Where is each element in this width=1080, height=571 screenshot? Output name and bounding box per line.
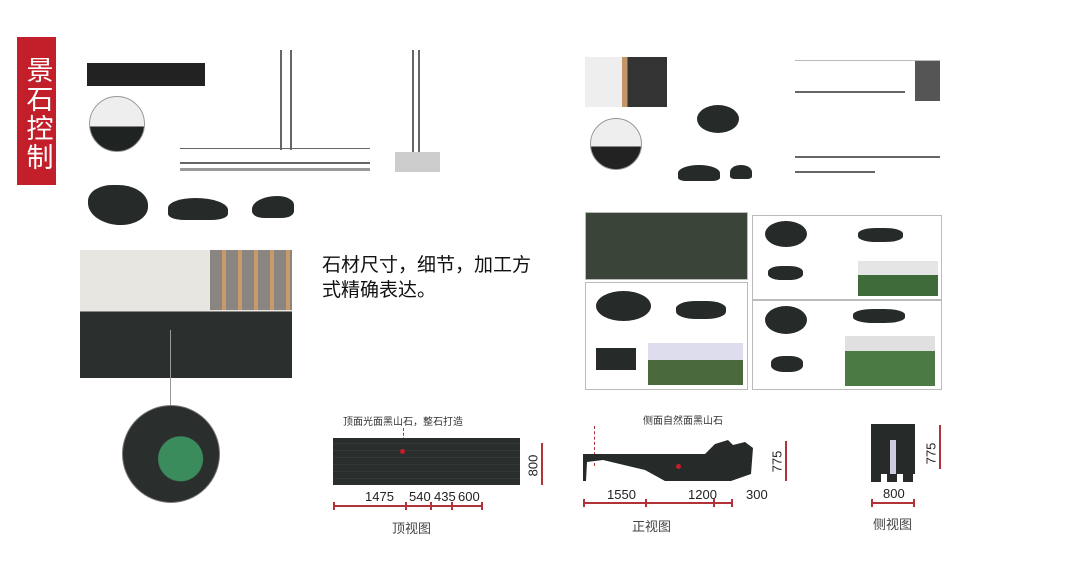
front-width-1: 1550 [607,487,636,502]
side-view-stone [871,424,915,482]
stone-elev-right-2 [730,165,752,179]
front-view-note: 侧面自然面黑山石 [643,416,723,427]
top-view-height: 800 [525,454,541,477]
top-view-stone [333,438,520,485]
section-title: 景石控制 [17,37,56,185]
detail-photo-strip [87,48,205,86]
front-view-height-dim [785,441,787,481]
front-view-height: 775 [769,450,785,473]
stone-section-2 [168,198,228,220]
stone-section-1 [88,185,148,225]
detail-circle-large [122,405,220,503]
front-view-caption: 正视图 [632,520,672,535]
render-photo [80,250,292,378]
plan-panel [585,212,748,280]
side-view-width: 800 [883,486,905,501]
front-view-marker [676,464,681,469]
stone-elev-right-1 [678,165,720,181]
front-width-3: 300 [746,487,768,502]
elevation-drawing [180,40,440,200]
top-width-4: 600 [458,489,480,504]
callout-line [170,330,171,405]
stone-detail-panel-3 [752,300,942,390]
material-sample-photo [585,57,667,107]
top-view-width-dim [333,502,483,510]
front-view-stone [583,440,753,481]
detail-circle-callout [89,96,145,152]
front-view-width-dim [583,499,733,507]
detail-circle-right [590,118,642,170]
description-text: 石材尺寸，细节，加工方式精确表达。 [322,254,532,301]
side-view-height: 775 [923,442,939,465]
top-view-height-dim [541,443,543,485]
top-view-caption: 顶视图 [392,522,432,537]
top-width-2: 540 [409,489,431,504]
side-view-height-dim [939,425,941,469]
top-view-note: 顶面光面黑山石，整石打造 [343,417,463,428]
front-view-leader [594,426,595,466]
stone-detail-panel-1 [585,282,748,390]
front-width-2: 1200 [688,487,717,502]
top-width-1: 1475 [365,489,394,504]
stone-section-3 [252,196,294,218]
top-width-3: 435 [434,489,456,504]
side-view-width-dim [871,499,915,507]
stone-plan-right [697,105,739,133]
side-view-caption: 侧视图 [873,518,913,533]
top-view-marker [400,449,405,454]
section-drawing-right [795,60,940,185]
stone-detail-panel-2 [752,215,942,300]
